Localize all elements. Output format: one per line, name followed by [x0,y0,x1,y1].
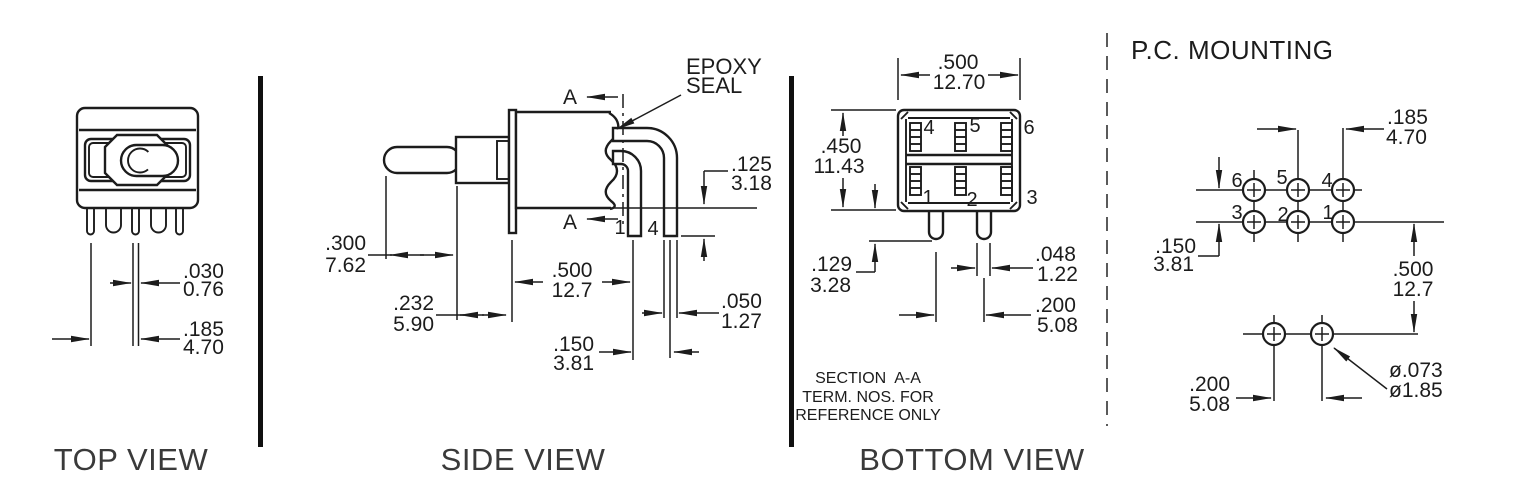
pc-mount-hole [1309,321,1335,347]
pc-mounting-title: P.C. MOUNTING [1131,35,1333,65]
dim-row-pitch-mm: 3.81 [1153,253,1194,276]
dim-height-mm: 11.43 [814,155,865,178]
terminal-number: 5 [969,115,980,137]
dim-col-pitch-mm: 4.70 [1386,126,1427,149]
dim-hole-dia-in: ø.073 [1389,359,1443,382]
terminal-1-label: 1 [614,217,625,239]
pc-hole [1285,177,1311,203]
dim-pin-width-in: .030 [183,260,224,283]
terminal-number: 4 [923,117,934,139]
dim-bushing-mm: 5.90 [393,313,434,336]
dim-pin-spacing-in: .185 [183,318,224,341]
section-note: SECTION A-A TERM. NOS. FOR REFERENCE ONL… [795,370,941,424]
dim-col-pitch-in: .185 [1387,106,1428,129]
pc-hole [1241,209,1267,235]
section-note-line3: REFERENCE ONLY [795,407,941,424]
top-view-switch-body [75,106,200,236]
section-label-top: A [563,86,577,109]
dim-terminal-drop-in: .125 [731,153,772,176]
dim-terminal-width-mm: 1.27 [721,310,762,333]
terminal-4-label: 4 [647,218,658,240]
pc-hole-number: 1 [1322,202,1333,224]
bottom-view-switch-body [896,108,1022,241]
bottom-pin-left [927,211,945,241]
dim-pin-width-in: .048 [1035,243,1076,266]
toggle-actuator-arc [127,147,153,174]
bottom-view-terminal-numbers: 4 5 6 1 2 3 [922,115,1037,211]
terminal-number: 1 [922,187,933,209]
dim-pin-spacing-mm: 4.70 [183,336,224,359]
dim-row-pitch-in: .150 [1155,235,1196,258]
epoxy-seal-text-1: EPOXY [686,54,762,79]
pc-mounting-view: P.C. MOUNTING 6 5 4 3 2 1 [1131,35,1444,416]
top-view-pins [86,208,184,236]
pc-hole-number: 6 [1231,170,1242,192]
side-view-switch-body [382,94,679,238]
pc-hole-number: 4 [1321,170,1332,192]
pc-hole [1285,209,1311,235]
bottom-view-title: BOTTOM VIEW [859,442,1085,477]
dim-mount-pitch-mm: 5.08 [1189,393,1230,416]
toggle-lever [382,145,462,175]
dim-lever-mm: 7.62 [325,254,366,277]
epoxy-seal-callout: EPOXY SEAL [616,54,762,130]
section-note-line2: TERM. NOS. FOR [802,389,934,406]
section-label-bottom: A [563,211,577,234]
dim-terminal-width-in: .050 [721,290,762,313]
pc-hole-number: 3 [1231,202,1242,224]
dim-pin-pitch-mm: 5.08 [1037,314,1078,337]
terminal-number: 3 [1026,187,1037,209]
dim-terminal-pitch-in: .150 [553,333,594,356]
dim-pin-length-mm: 3.28 [810,274,851,297]
dim-pin-length-in: .129 [811,253,852,276]
pc-hole-number: 5 [1276,167,1287,189]
terminal-number: 2 [966,189,977,211]
epoxy-seal-text-2: SEAL [686,73,742,98]
pc-mounting-dimensions: .185 4.70 .150 3.81 .500 12.7 .200 5.08 … [1153,106,1443,416]
view-divider-2 [789,76,794,447]
dim-terminal-drop-mm: 3.18 [731,172,772,195]
pc-hole-number: 2 [1277,204,1288,226]
dim-bushing-in: .232 [393,292,434,315]
dim-lever-in: .300 [325,232,366,255]
pc-hole [1241,177,1267,203]
section-note-line1: SECTION A-A [815,370,921,387]
dim-terminal-pitch-mm: 3.81 [553,352,594,375]
bottom-view: 4 5 6 1 2 3 .500 12.70 .450 11.43 [795,51,1085,477]
top-view-dimensions: .030 0.76 .185 4.70 [52,243,224,359]
view-divider-1 [258,76,263,447]
bottom-pin-right [975,211,993,241]
top-view-title: TOP VIEW [54,442,209,477]
terminal-4 [611,126,679,238]
pc-hole [1330,177,1356,203]
dim-body-in: .500 [552,259,593,282]
bottom-view-dimensions: .500 12.70 .450 11.43 .129 3.28 .048 1.2… [810,51,1078,337]
side-view-dimensions: .300 7.62 .232 5.90 .500 12.7 .150 3.81 … [325,153,772,375]
pc-hole [1330,209,1356,235]
dim-height-in: .450 [821,135,862,158]
dim-pin-pitch-in: .200 [1035,294,1076,317]
pc-mount-hole [1261,321,1287,347]
bushing [454,135,511,185]
side-view: A A 1 4 EPOXY SEAL .300 7.62 [325,54,772,477]
terminal-1 [611,149,643,238]
toggle-actuator-tip [119,143,180,178]
dim-mount-offset-in: .500 [1393,258,1434,281]
section-markers: A A 1 4 [563,86,659,240]
terminal-number: 6 [1023,117,1034,139]
pc-hole-pattern: 6 5 4 3 2 1 [1196,128,1444,401]
dim-mount-pitch-in: .200 [1189,373,1230,396]
dim-mount-offset-mm: 12.7 [1393,278,1434,301]
dim-width-mm: 12.70 [933,71,986,94]
dim-hole-dia-mm: ø1.85 [1389,379,1443,402]
dim-pin-width-mm: 1.22 [1037,263,1078,286]
side-view-title: SIDE VIEW [441,442,606,477]
top-view: .030 0.76 .185 4.70 TOP VIEW [52,106,224,477]
dim-body-mm: 12.7 [552,279,593,302]
dim-pin-width-mm: 0.76 [183,278,224,301]
dim-width-in: .500 [938,51,979,74]
switch-case [514,110,611,210]
